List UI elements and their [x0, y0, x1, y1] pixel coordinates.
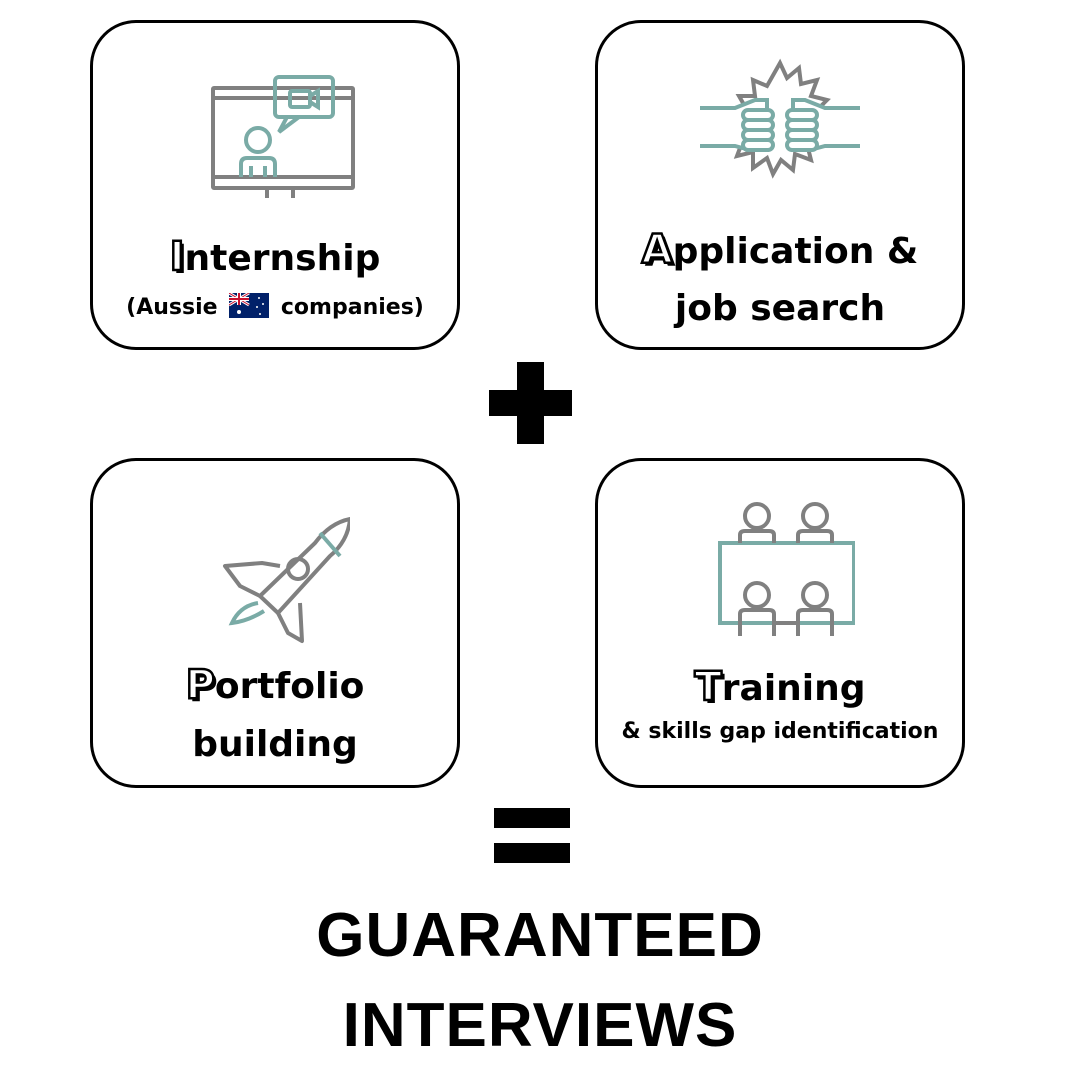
fist-bump-icon — [700, 58, 860, 179]
portfolio-card: Portfolio building — [90, 458, 460, 788]
group-meeting-icon — [718, 502, 855, 636]
portfolio-title: Portfolio — [184, 661, 365, 710]
australia-flag-icon — [228, 291, 270, 318]
internship-card: Internship (Aussie companies) — [90, 20, 460, 350]
video-call-monitor-icon — [211, 75, 355, 198]
portfolio-title-line2: building — [192, 724, 358, 765]
application-title-line2: job search — [674, 288, 886, 329]
application-card: Application & job search — [595, 20, 965, 350]
training-subtitle: & skills gap identification — [621, 719, 939, 744]
result-line1: GUARANTEED — [316, 901, 764, 970]
internship-title: Internship — [168, 233, 381, 282]
internship-subtitle: (Aussie companies) — [126, 291, 424, 320]
application-title: Application & — [640, 226, 919, 275]
training-card: Training & skills gap identification — [595, 458, 965, 788]
training-title: Training — [693, 663, 866, 712]
rocket-icon — [223, 517, 350, 643]
result-line2: INTERVIEWS — [342, 991, 738, 1060]
